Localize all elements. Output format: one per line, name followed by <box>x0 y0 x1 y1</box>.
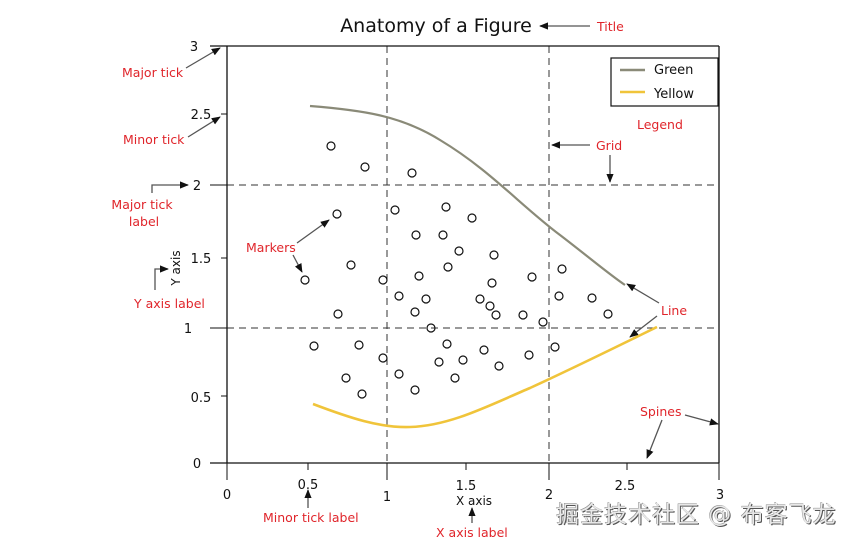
legend: Green Yellow <box>610 57 719 107</box>
spines <box>210 45 720 464</box>
annotation-minor-tick-label: Minor tick label <box>263 510 359 525</box>
annotation-title: Title <box>596 19 624 34</box>
x-tick-label: 1 <box>383 490 391 505</box>
annotation-y-axis-label: Y axis label <box>133 296 205 311</box>
green-line <box>309 104 626 286</box>
yellow-line <box>312 325 658 429</box>
annotation-grid: Grid <box>596 138 622 153</box>
y-tick-label: 2 <box>193 179 201 194</box>
legend-label-yellow: Yellow <box>653 87 694 102</box>
annotation-spines: Spines <box>640 404 681 419</box>
grid <box>227 46 719 463</box>
x-tick-label: 3 <box>716 488 724 503</box>
x-tick-label: 2 <box>545 488 553 503</box>
x-tick-label: 0 <box>223 488 231 503</box>
annotations <box>151 22 719 523</box>
y-tick-label: 2.5 <box>191 108 212 123</box>
annotation-x-axis-label: X axis label <box>436 525 508 540</box>
x-tick-label: 2.5 <box>615 479 636 494</box>
annotation-markers: Markers <box>246 240 296 255</box>
x-tick-label: 0.5 <box>298 478 319 493</box>
annotation-major-tick-label-line1: Major tick <box>111 197 173 212</box>
figure-title: Anatomy of a Figure <box>340 15 532 37</box>
annotation-minor-tick: Minor tick <box>123 132 185 147</box>
watermark: 掘金技术社区 @ 布客飞龙 <box>556 502 837 528</box>
axes: 0 0.5 1 1.5 2 2.5 3 0 0.5 1 1.5 2 2.5 3 … <box>169 40 724 508</box>
annotation-legend: Legend <box>637 117 683 132</box>
annotation-major-tick-label-line2: label <box>129 214 159 229</box>
legend-label-green: Green <box>654 63 693 78</box>
y-tick-label: 0 <box>193 457 201 472</box>
y-tick-label: 1.5 <box>191 252 212 267</box>
x-tick-label: 1.5 <box>456 479 477 494</box>
x-axis-label: X axis <box>456 494 492 508</box>
y-axis-label: Y axis <box>169 250 183 286</box>
annotation-major-tick: Major tick <box>122 65 184 80</box>
y-ticks <box>210 45 227 464</box>
annotation-line: Line <box>661 303 687 318</box>
y-tick-label: 1 <box>184 322 192 337</box>
annotation-major-tick-label: Major tick label <box>111 197 176 229</box>
markers <box>300 141 613 399</box>
y-tick-label: 0.5 <box>191 391 212 406</box>
y-tick-label: 3 <box>190 40 198 55</box>
x-ticks <box>226 463 720 480</box>
